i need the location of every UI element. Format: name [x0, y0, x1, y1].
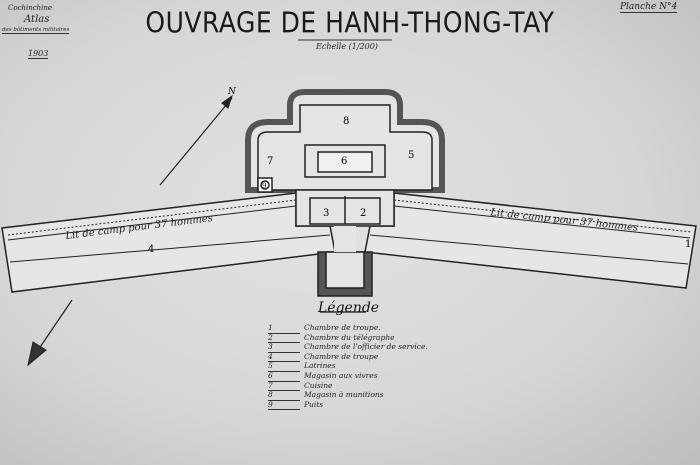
- plate-number: Planche N°4: [620, 2, 678, 13]
- room-5-number: 5: [408, 150, 414, 161]
- room-6-number: 6: [341, 156, 347, 167]
- room-3-number: 3: [323, 208, 329, 219]
- room-4-number: 4: [148, 244, 154, 255]
- atlas-subtitle: des bâtiments militaires: [2, 27, 70, 34]
- north-arrow: [159, 94, 233, 186]
- plan-title: OUVRAGE DE HANH-THONG-TAY: [145, 5, 555, 40]
- central-building: [245, 89, 445, 297]
- room-7-number: 7: [267, 156, 273, 167]
- room-8-number: 8: [343, 116, 349, 127]
- north-label: N: [227, 87, 237, 97]
- right-wing: [364, 192, 697, 289]
- region-label: Cochinchine: [8, 4, 53, 12]
- left-wing: [1, 192, 336, 293]
- legend-title: Légende: [318, 300, 380, 316]
- room-9-number: 9: [262, 182, 266, 190]
- room-numbers: 1 2 3 4 5 6 7 8 9 N: [148, 87, 691, 255]
- room-1-number: 1: [685, 239, 691, 250]
- year-label: 1903: [28, 49, 49, 59]
- scale-label: Echelle (1/200): [316, 42, 378, 51]
- compass-arrow-icon: [27, 299, 73, 367]
- room-2-number: 2: [360, 208, 366, 219]
- atlas-label: Atlas: [24, 14, 50, 25]
